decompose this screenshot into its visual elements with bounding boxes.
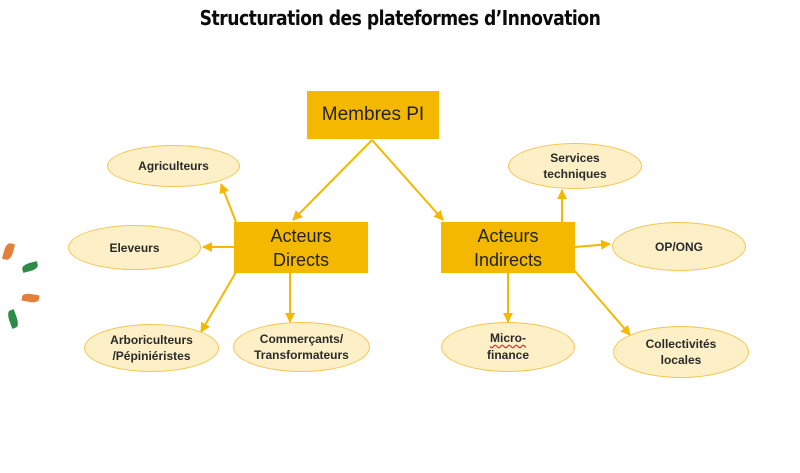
microfinance-label-line1: Micro- [490, 331, 526, 345]
collectivites-locales-node: Collectivités locales [613, 326, 749, 378]
arrow-indirects-opong [574, 239, 611, 250]
arrow-directs-agriculteurs [219, 183, 237, 223]
membres-pi-node: Membres PI [307, 91, 439, 139]
arrow-membres-directs [292, 139, 373, 221]
arrow-membres-indirects [371, 139, 444, 221]
microfinance-label-line2: finance [486, 348, 529, 362]
arrow-directs-arboriculteurs [200, 271, 237, 333]
microfinance-node: Micro- finance [441, 322, 575, 372]
agriculteurs-node: Agriculteurs [107, 145, 240, 187]
acteurs-indirects-node: Acteurs Indirects [441, 222, 575, 273]
eleveurs-node: Eleveurs [68, 225, 201, 270]
arboriculteurs-node: Arboriculteurs /Pépiniéristes [84, 324, 219, 372]
arrow-indirects-collectivites [573, 269, 631, 336]
diagram-title: Structuration des plateformes d’Innovati… [199, 6, 601, 30]
op-ong-node: OP/ONG [612, 222, 746, 271]
acteurs-directs-node: Acteurs Directs [234, 222, 368, 273]
services-techniques-node: Services techniques [508, 143, 642, 189]
commercants-node: Commerçants/ Transformateurs [233, 322, 370, 372]
